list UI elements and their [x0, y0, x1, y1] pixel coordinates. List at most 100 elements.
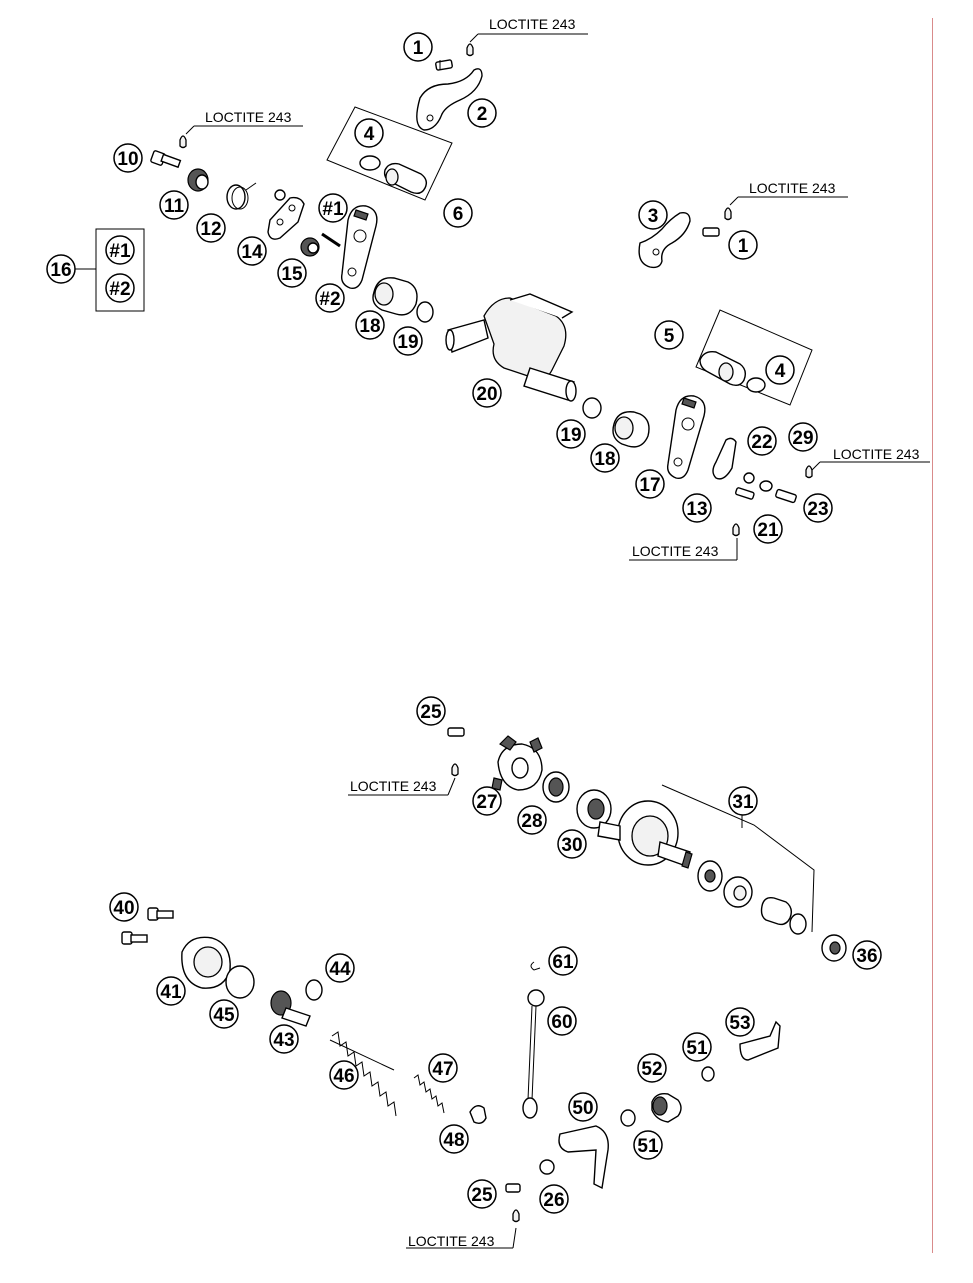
- callout-circle: [209, 999, 239, 1029]
- callout-c1a: 1: [403, 32, 433, 62]
- loctite-label: LOCTITE 243: [632, 543, 719, 559]
- callout-c14: 14: [237, 236, 267, 266]
- callout-c31: 31: [728, 786, 758, 816]
- callout-c16: 16: [46, 254, 76, 284]
- callout-number: 17: [639, 475, 660, 496]
- spring-12: [226, 182, 257, 210]
- callout-circle: [318, 193, 348, 223]
- callout-circle: [472, 786, 502, 816]
- callout-c36: 36: [852, 940, 882, 970]
- loctite-label: LOCTITE 243: [833, 446, 920, 462]
- callout-number: 28: [521, 811, 542, 832]
- washer-51-upper: [701, 1066, 715, 1082]
- callout-number: 14: [241, 242, 263, 263]
- callout-c50: 50: [568, 1092, 598, 1122]
- callout-circle: [196, 213, 226, 243]
- callout-c4b: 4: [765, 355, 795, 385]
- screw-25-top: [447, 727, 465, 737]
- callout-c4a: 4: [354, 118, 384, 148]
- callout-circle: [467, 1179, 497, 1209]
- callout-c18b: 18: [590, 443, 620, 473]
- callout-number: 19: [560, 425, 581, 446]
- callout-circle: [637, 1053, 667, 1083]
- callout-number: 18: [359, 316, 380, 337]
- bushing-18-right: [612, 411, 650, 448]
- spring-47: [413, 1074, 445, 1114]
- callout-circle: [354, 118, 384, 148]
- ratchet-27: [491, 735, 543, 791]
- guide-48: [469, 1105, 487, 1125]
- bushing-11: [187, 168, 209, 192]
- callout-circle: [159, 190, 189, 220]
- o-ring-19-right: [582, 397, 602, 419]
- callout-c26: 26: [539, 1184, 569, 1214]
- callout-c47: 47: [428, 1053, 458, 1083]
- callout-number: 1: [413, 38, 424, 59]
- callout-c19a: 19: [393, 326, 423, 356]
- callout-number: 51: [637, 1136, 659, 1157]
- callout-c13: 13: [682, 493, 712, 523]
- callout-number: 41: [160, 982, 182, 1003]
- callout-circle: [765, 355, 795, 385]
- callout-number: 1: [738, 236, 749, 257]
- callout-circle: [852, 940, 882, 970]
- callout-c5: 5: [654, 320, 684, 350]
- lever-plate-14: [267, 189, 305, 240]
- washer-26: [539, 1159, 555, 1175]
- callout-c12: 12: [196, 213, 226, 243]
- callout-c27: 27: [472, 786, 502, 816]
- callout-circle: [156, 976, 186, 1006]
- callout-circle: [633, 1130, 663, 1160]
- o-ring-4-right: [746, 377, 766, 393]
- callout-c45: 45: [209, 999, 239, 1029]
- callout-c10: 10: [113, 143, 143, 173]
- cover-41: [181, 936, 231, 989]
- callout-circle: [728, 230, 758, 260]
- kit-box-16: [75, 228, 145, 312]
- callout-number: 48: [443, 1130, 464, 1151]
- callout-c16_sub2: #2: [105, 273, 135, 303]
- callout-c3: 3: [638, 200, 668, 230]
- callout-number: 27: [476, 792, 497, 813]
- callout-circle: [747, 426, 777, 456]
- cam-plate-13: [712, 437, 737, 480]
- callout-circle: [109, 892, 139, 922]
- callout-c22: 22: [747, 426, 777, 456]
- callout-circle: [325, 953, 355, 983]
- screws-40: [121, 907, 174, 945]
- callout-circle: [728, 786, 758, 816]
- callout-circle: [788, 422, 818, 452]
- loctite-label: LOCTITE 243: [489, 16, 576, 32]
- valve-group-box-5: [695, 309, 813, 406]
- callout-circle: [105, 273, 135, 303]
- shaft-53: [739, 1020, 781, 1061]
- callout-circle: [682, 1032, 712, 1062]
- callout-number: 15: [281, 264, 303, 285]
- callout-circle: [467, 98, 497, 128]
- callout-c11: 11: [159, 190, 189, 220]
- callout-circle: [568, 1092, 598, 1122]
- loctite-label: LOCTITE 243: [749, 180, 836, 196]
- callout-c41: 41: [156, 976, 186, 1006]
- callout-number: 36: [856, 946, 877, 967]
- callout-number: 4: [775, 361, 786, 382]
- callout-c25b: 25: [467, 1179, 497, 1209]
- callout-number: 2: [477, 104, 488, 125]
- callout-circle: [428, 1053, 458, 1083]
- loctite-note-25-top: LOCTITE 243: [348, 763, 459, 796]
- callout-c51b: 51: [633, 1130, 663, 1160]
- callout-circle: [315, 283, 345, 313]
- callout-number: #2: [109, 279, 130, 300]
- o-ring-44: [305, 979, 323, 1001]
- callout-number: 19: [397, 332, 418, 353]
- callout-circle: [638, 200, 668, 230]
- callout-circle: [46, 254, 76, 284]
- callout-number: 47: [432, 1059, 453, 1080]
- o-ring-45: [225, 965, 255, 999]
- callout-c1b: 1: [728, 230, 758, 260]
- callout-number: 29: [792, 428, 813, 449]
- callout-c15: 15: [277, 258, 307, 288]
- callout-c16_sub1: #1: [105, 235, 135, 265]
- callout-number: #1: [322, 199, 344, 220]
- shaft-43: [270, 990, 311, 1027]
